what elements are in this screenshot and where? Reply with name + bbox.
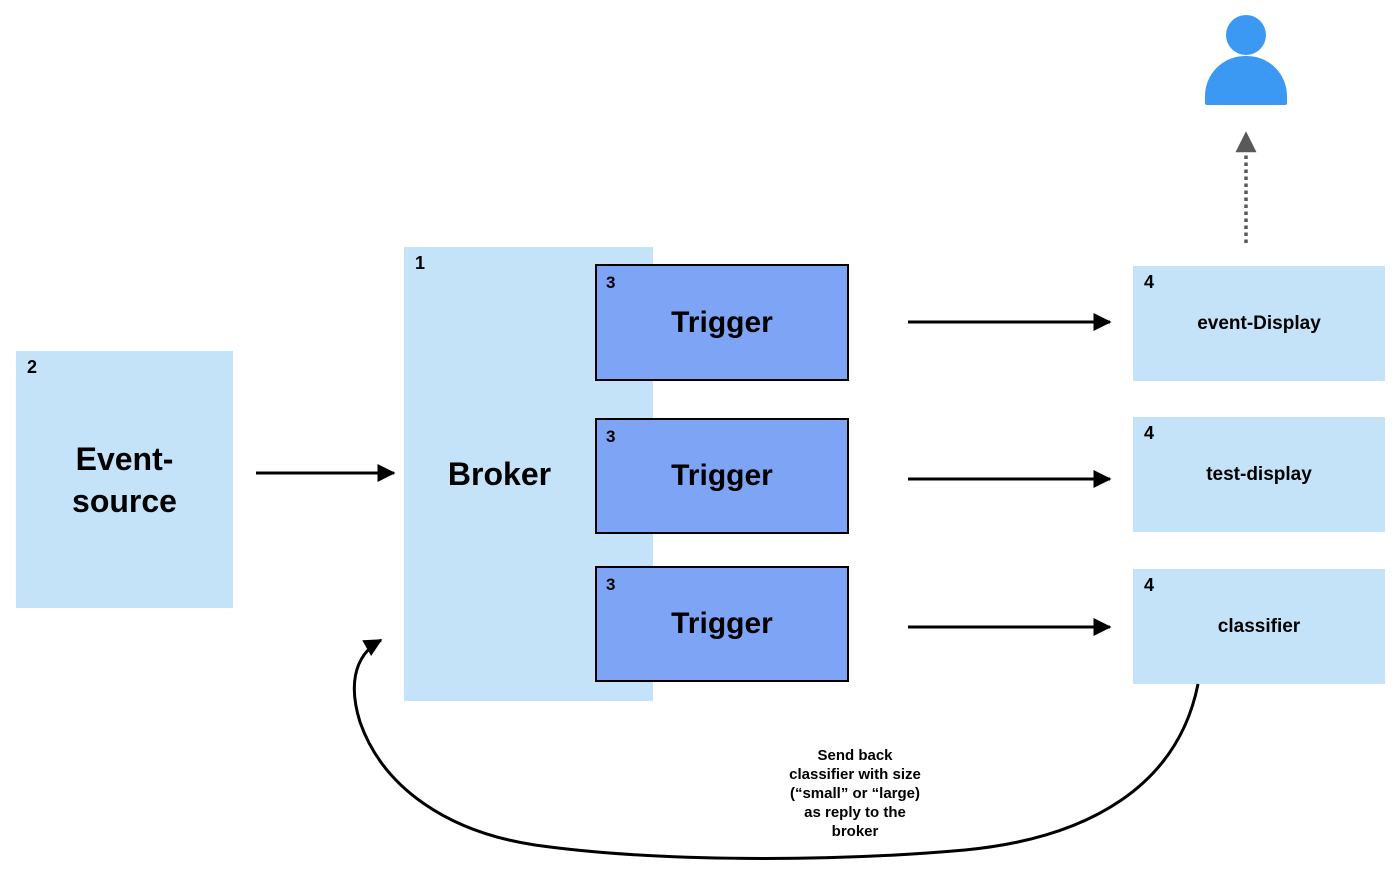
trigger-node-2: 3 Trigger bbox=[595, 418, 849, 534]
annotation-line: Send back bbox=[817, 747, 893, 764]
node-number-badge: 2 bbox=[27, 357, 38, 377]
node-number-badge: 4 bbox=[1144, 575, 1155, 595]
annotation-line: (“small” or “large) bbox=[789, 785, 921, 802]
node-number-badge: 3 bbox=[606, 427, 616, 446]
node-label: Trigger bbox=[671, 459, 773, 492]
node-number-badge: 1 bbox=[415, 253, 426, 273]
annotation-line: classifier with size bbox=[789, 766, 921, 783]
person-body-shape bbox=[1205, 56, 1287, 105]
annotation-line: broker bbox=[831, 823, 879, 840]
service-node-classifier: 4 classifier bbox=[1133, 569, 1385, 684]
person-head-shape bbox=[1226, 15, 1266, 55]
trigger-node-1: 3 Trigger bbox=[595, 264, 849, 381]
node-number-badge: 4 bbox=[1144, 272, 1155, 292]
annotation-line: as reply to the bbox=[804, 804, 906, 821]
node-number-badge: 3 bbox=[606, 273, 616, 292]
node-label: Event- source bbox=[16, 351, 233, 608]
event-source-node: 2 Event- source bbox=[16, 351, 233, 608]
node-label-line: Event- bbox=[75, 440, 174, 477]
node-number-badge: 3 bbox=[606, 575, 616, 594]
node-number-badge: 4 bbox=[1144, 423, 1155, 443]
node-label: event-Display bbox=[1197, 312, 1321, 334]
service-node-event-display: 4 event-Display bbox=[1133, 266, 1385, 381]
service-node-test-display: 4 test-display bbox=[1133, 417, 1385, 532]
node-label-line: source bbox=[72, 482, 177, 519]
trigger-node-3: 3 Trigger bbox=[595, 566, 849, 682]
person-icon bbox=[1205, 15, 1287, 105]
node-label: Trigger bbox=[671, 305, 773, 339]
reply-annotation: Send back classifier with size (“small” … bbox=[745, 746, 965, 841]
node-label: test-display bbox=[1206, 463, 1312, 485]
node-label: Trigger bbox=[671, 607, 773, 640]
node-label: classifier bbox=[1217, 615, 1301, 637]
node-label: Broker bbox=[447, 455, 552, 492]
